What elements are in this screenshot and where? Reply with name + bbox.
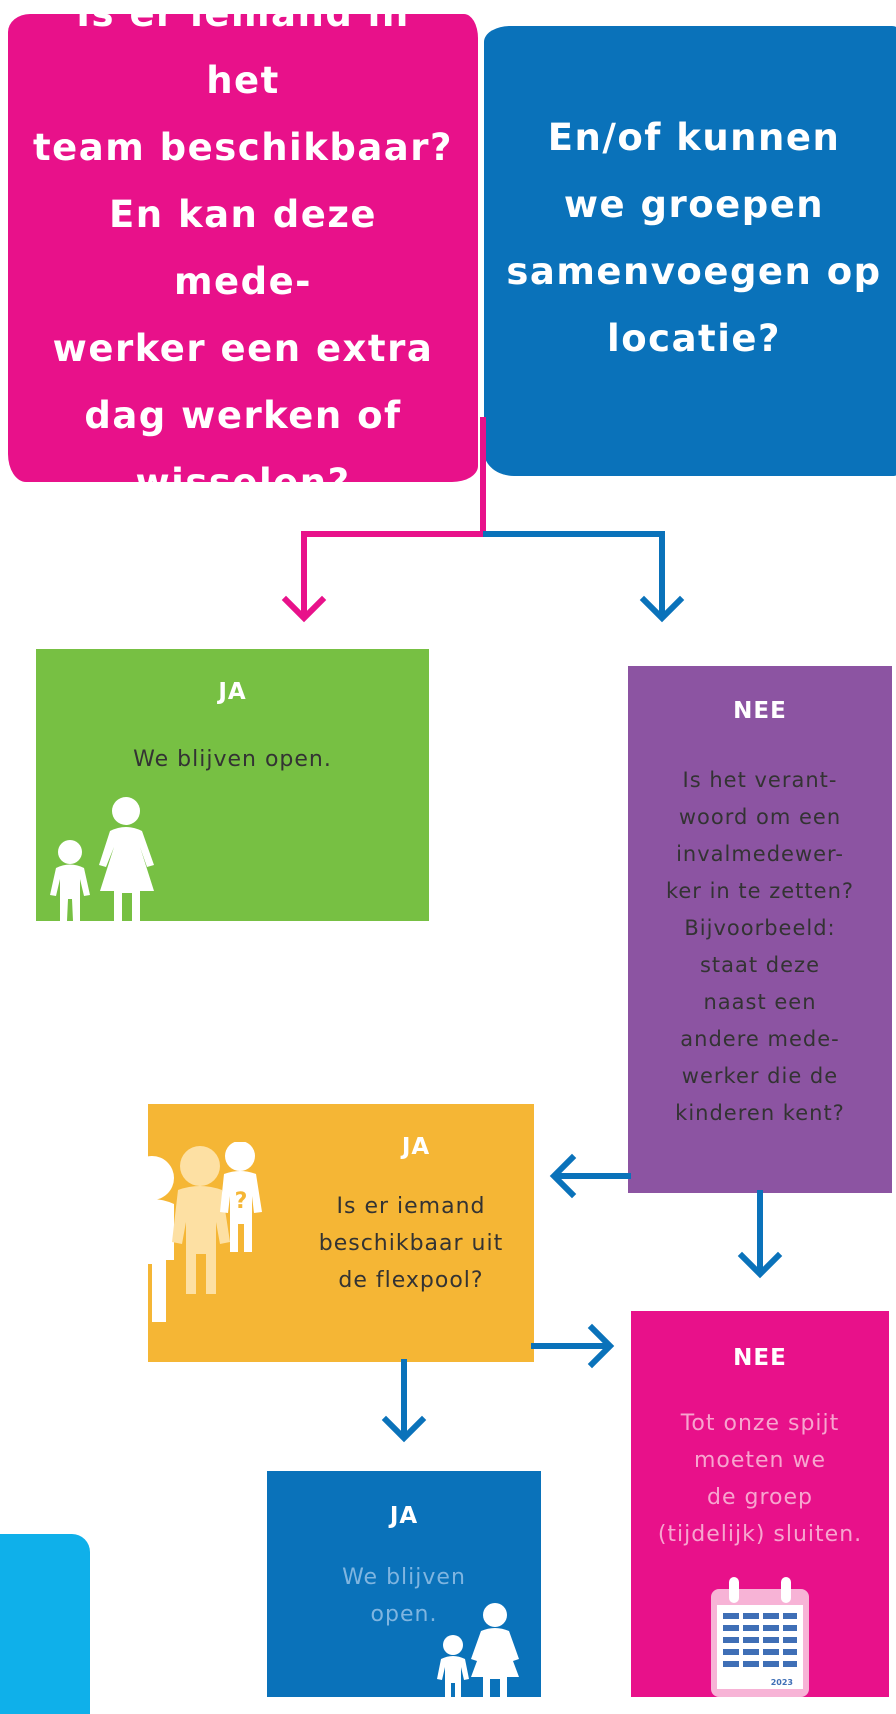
parent-child-icon xyxy=(437,1603,519,1697)
arrowhead-down-middle xyxy=(381,1415,427,1443)
question-team-available-text: Is er iemand in het team beschikbaar? En… xyxy=(33,0,453,504)
arrowhead-left xyxy=(549,1153,577,1199)
arrowhead-right xyxy=(587,1323,615,1369)
connector-blue xyxy=(483,531,665,619)
answer-ja-open-2-heading: JA xyxy=(389,1503,419,1529)
arrowhead-down-right xyxy=(737,1251,783,1279)
answer-ja-flexpool-heading: JA xyxy=(401,1134,431,1160)
question-merge-groups-text: En/of kunnen we groepen samenvoegen op l… xyxy=(506,116,882,360)
parent-child-icon xyxy=(50,797,154,921)
answer-nee-question: Is het verant- woord om een invalmedewer… xyxy=(665,768,855,1125)
svg-text:?: ? xyxy=(235,1189,248,1214)
decorative-cyan-block xyxy=(0,1534,90,1714)
answer-ja-open-2: JA We blijven open. xyxy=(267,1471,541,1697)
connector-pink xyxy=(301,417,486,619)
answer-nee-close: NEE Tot onze spijt moeten we de groep (t… xyxy=(631,1311,889,1697)
family-question-icon: ? xyxy=(148,1142,262,1322)
arrowhead-blue xyxy=(639,595,685,623)
answer-ja-heading: JA xyxy=(218,679,247,705)
answer-ja-open: JA We blijven open. xyxy=(36,649,429,921)
calendar-year: 2023 xyxy=(771,1678,793,1687)
question-team-available: Is er iemand in het team beschikbaar? En… xyxy=(8,0,478,504)
answer-nee-close-heading: NEE xyxy=(733,1345,787,1371)
answer-nee-heading: NEE xyxy=(733,698,787,724)
answer-ja-flexpool-text: Is er iemand beschikbaar uit de flexpool… xyxy=(318,1194,504,1293)
answer-ja-text: We blijven open. xyxy=(133,747,332,772)
answer-nee-close-text: Tot onze spijt moeten we de groep (tijde… xyxy=(657,1411,863,1547)
arrowhead-pink xyxy=(281,595,327,623)
question-merge-groups: En/of kunnen we groepen samenvoegen op l… xyxy=(484,26,896,476)
answer-ja-open-2-text: We blijven open. xyxy=(342,1565,466,1627)
answer-nee-substitute: NEE Is het verant- woord om een invalmed… xyxy=(628,666,892,1193)
answer-ja-flexpool: ? JA Is er iemand beschikbaar uit de fle… xyxy=(148,1104,534,1362)
calendar-icon: 2023 xyxy=(711,1577,809,1697)
